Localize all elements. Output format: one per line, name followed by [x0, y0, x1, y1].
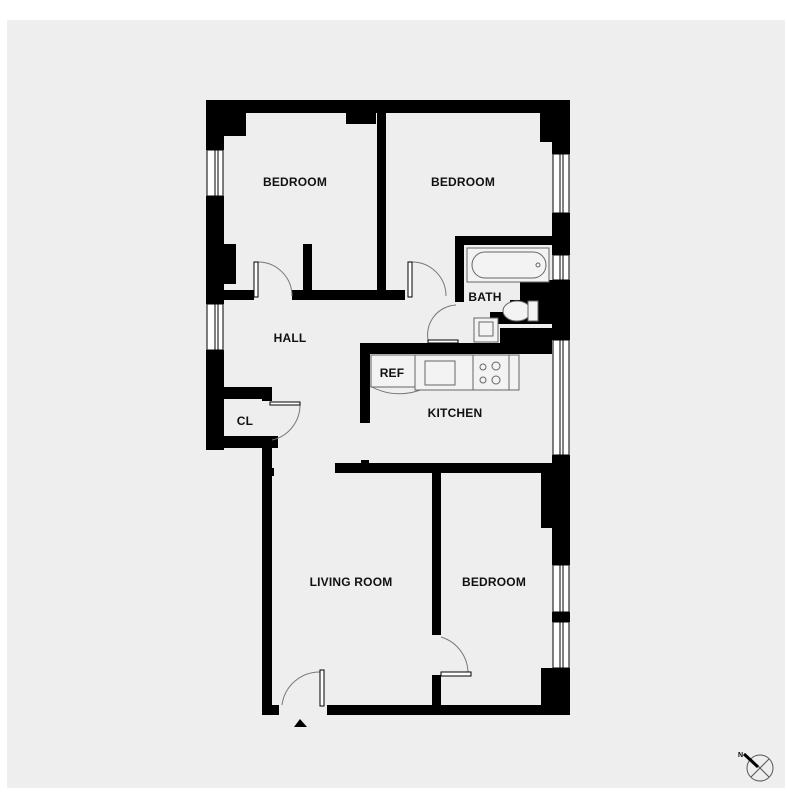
bath-fixtures: [466, 247, 550, 343]
windows: [206, 149, 570, 669]
room-label-closet: CL: [236, 414, 254, 428]
room-label-kitchen: KITCHEN: [427, 406, 483, 420]
room-label-bedroom-3: BEDROOM: [461, 575, 527, 589]
room-label-hall: HALL: [273, 331, 307, 345]
door-swings: [253, 261, 472, 707]
svg-text:N: N: [738, 752, 743, 759]
room-label-bath: BATH: [468, 290, 502, 304]
room-label-living-room: LIVING ROOM: [309, 575, 393, 589]
room-label-ref: REF: [379, 366, 405, 380]
compass-icon: N: [738, 752, 774, 782]
room-label-bedroom-1: BEDROOM: [262, 175, 328, 189]
walls: [206, 100, 570, 715]
window-mullions: [214, 150, 564, 668]
entrance-arrow-icon: [294, 719, 307, 727]
floorplan-background: [7, 20, 785, 788]
room-label-bedroom-2: BEDROOM: [430, 175, 496, 189]
kitchen-fixtures: [370, 354, 520, 391]
